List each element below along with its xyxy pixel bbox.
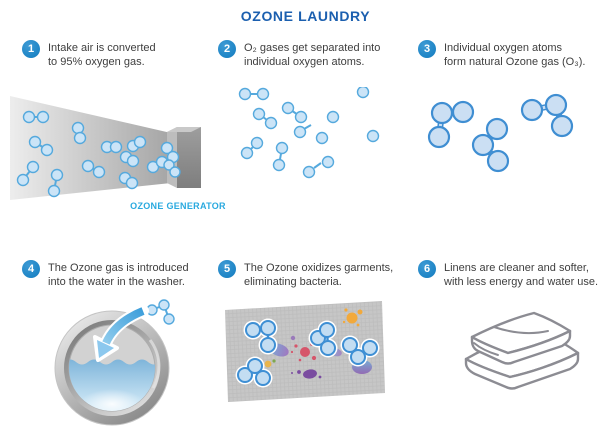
page-title: OZONE LAUNDRY	[240, 8, 371, 24]
folded-linens-illustration	[464, 311, 580, 390]
step6-text: Linens are cleaner and softer, with less…	[444, 262, 599, 288]
step3-number-badge: 3	[418, 40, 436, 58]
ozone-generator-label: OZONE GENERATOR	[130, 201, 226, 211]
ozone-molecules-illustration	[427, 93, 574, 173]
oxygen-atoms-illustration	[238, 87, 380, 179]
washer-illustration	[54, 299, 175, 426]
step2-header: 2 O₂ gases get separated into individual…	[218, 40, 406, 69]
o2-molecules	[16, 110, 181, 198]
step2-number-badge: 2	[218, 40, 236, 58]
step1-header: 1 Intake air is converted to 95% oxygen …	[22, 40, 194, 69]
fabric-oxidation-illustration	[225, 301, 385, 402]
oxygen-spray-illustration	[10, 96, 201, 200]
ozone-molecules-on-fabric	[235, 318, 380, 388]
folded-linens	[464, 311, 580, 390]
step3-header: 3 Individual oxygen atoms form natural O…	[418, 40, 608, 69]
step6-header: 6 Linens are cleaner and softer, with le…	[418, 260, 610, 289]
step5-text: The Ozone oxidizes garments, eliminating…	[244, 262, 394, 288]
step4-text: The Ozone gas is introduced into the wat…	[48, 262, 189, 288]
step4-number-badge: 4	[22, 260, 40, 278]
oxygen-atoms	[238, 87, 380, 179]
step5-header: 5 The Ozone oxidizes garments, eliminati…	[218, 260, 406, 289]
step1-text: Intake air is converted to 95% oxygen ga…	[48, 42, 156, 68]
air-spray-cone	[10, 96, 171, 200]
step3-text: Individual oxygen atoms form natural Ozo…	[444, 42, 586, 68]
washer-water	[69, 359, 155, 411]
step1-number-badge: 1	[22, 40, 40, 58]
ozone-into-water-arrow	[93, 305, 149, 362]
ozone-molecule	[146, 299, 175, 325]
step4-header: 4 The Ozone gas is introduced into the w…	[22, 260, 207, 289]
step2-text: O₂ gases get separated into individual o…	[244, 42, 381, 68]
washer-door	[54, 310, 170, 426]
ozone-molecules	[427, 93, 574, 173]
step5-number-badge: 5	[218, 260, 236, 278]
step6-number-badge: 6	[418, 260, 436, 278]
